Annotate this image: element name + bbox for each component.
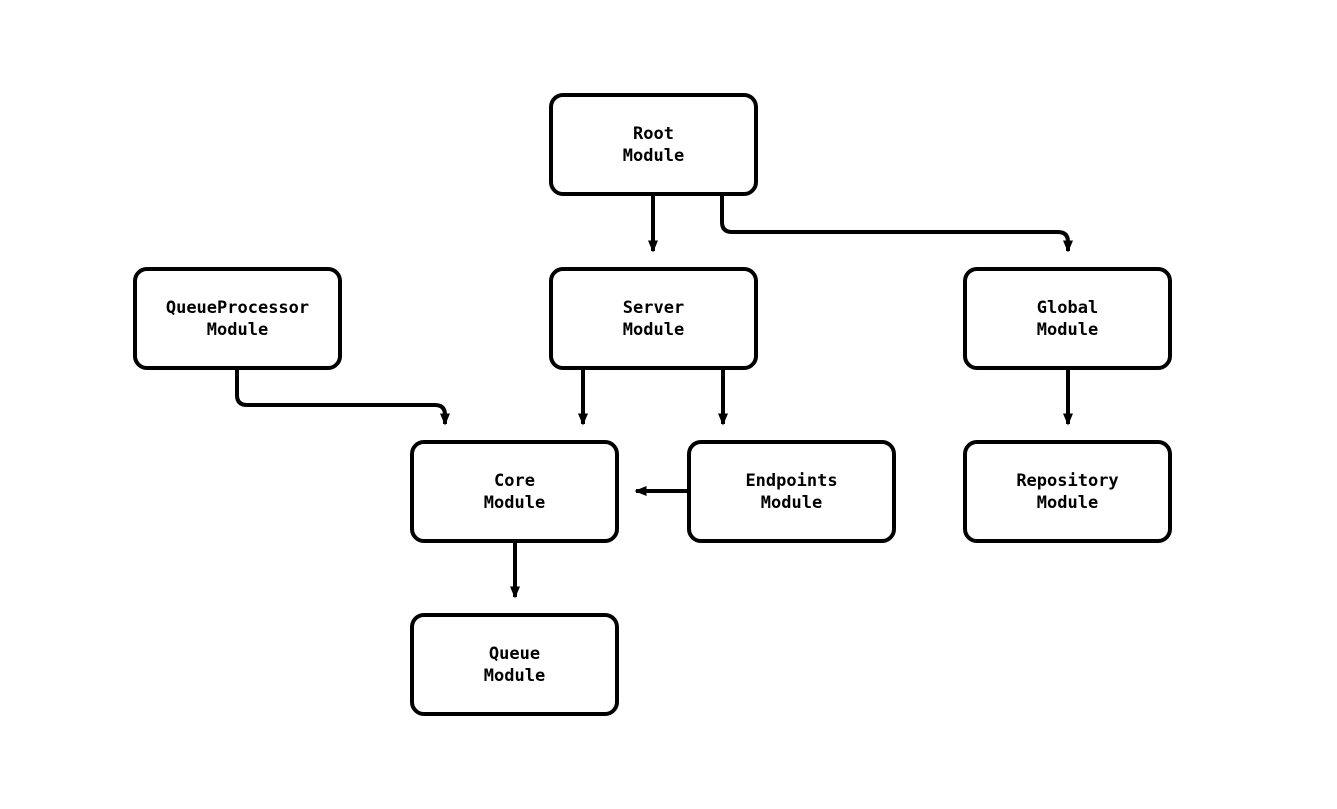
node-queue-module[interactable]: Queue Module: [410, 613, 619, 716]
edge-root-to-global: [720, 196, 1073, 253]
node-global-module[interactable]: Global Module: [963, 267, 1172, 370]
node-root-module[interactable]: Root Module: [549, 93, 758, 196]
node-core-module[interactable]: Core Module: [410, 440, 619, 543]
edge-queueprocessor-to-core: [235, 370, 450, 426]
node-queueprocessor-module[interactable]: QueueProcessor Module: [133, 267, 342, 370]
node-queueprocessor-module-label: QueueProcessor Module: [165, 297, 310, 340]
node-repository-module-label: Repository Module: [1016, 470, 1119, 513]
node-repository-module[interactable]: Repository Module: [963, 440, 1172, 543]
node-root-module-label: Root Module: [622, 123, 685, 166]
node-global-module-label: Global Module: [1036, 297, 1099, 340]
node-queue-module-label: Queue Module: [483, 643, 546, 686]
node-server-module[interactable]: Server Module: [549, 267, 758, 370]
node-core-module-label: Core Module: [483, 470, 546, 513]
node-server-module-label: Server Module: [622, 297, 685, 340]
node-endpoints-module-label: Endpoints Module: [745, 470, 838, 513]
node-endpoints-module[interactable]: Endpoints Module: [687, 440, 896, 543]
